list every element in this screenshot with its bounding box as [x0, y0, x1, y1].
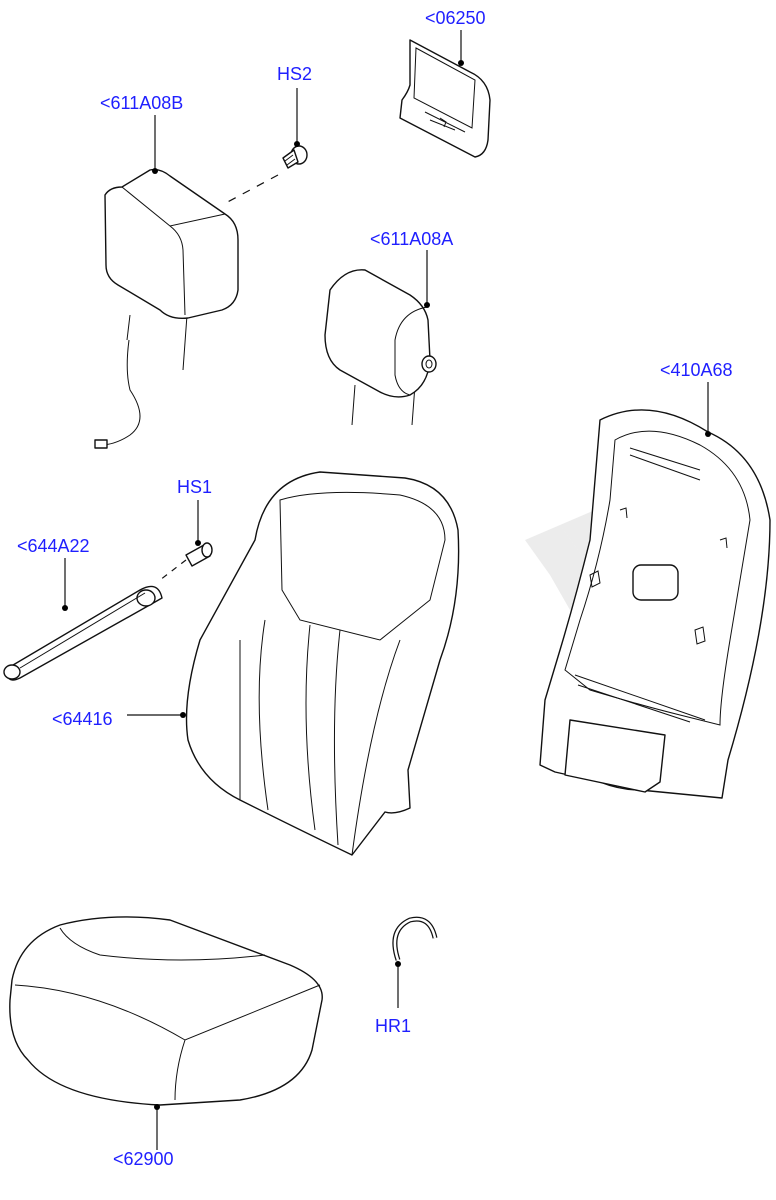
leader-lines [62, 30, 711, 1150]
callout-hs1[interactable]: HS1 [177, 477, 213, 497]
part-64416-backcover [185, 471, 460, 856]
callout-06250[interactable]: <06250 [425, 8, 486, 28]
callout-hr1[interactable]: HR1 [375, 1016, 412, 1036]
callout-hs2[interactable]: HS2 [277, 64, 313, 84]
callout-611a08a[interactable]: <611A08A [370, 229, 454, 249]
part-410a68-backframe [539, 409, 771, 799]
callout-611a08b[interactable]: <611A08B [100, 93, 184, 113]
part-62900-cushion [9, 916, 323, 1106]
callout-62900[interactable]: <62900 [113, 1149, 174, 1169]
callout-410a68[interactable]: <410A68 [660, 360, 733, 380]
part-hs2-screw [221, 145, 308, 206]
part-hs1-bolt [159, 542, 213, 581]
part-hr1-clip [392, 916, 438, 961]
part-611a08a-headrest [324, 269, 437, 426]
callout-644a22[interactable]: <644A22 [17, 536, 90, 556]
part-611a08b-headrest [94, 168, 239, 449]
part-644a22-armrest [3, 585, 163, 681]
callout-64416[interactable]: <64416 [52, 709, 113, 729]
part-06250-bracket [399, 39, 491, 158]
